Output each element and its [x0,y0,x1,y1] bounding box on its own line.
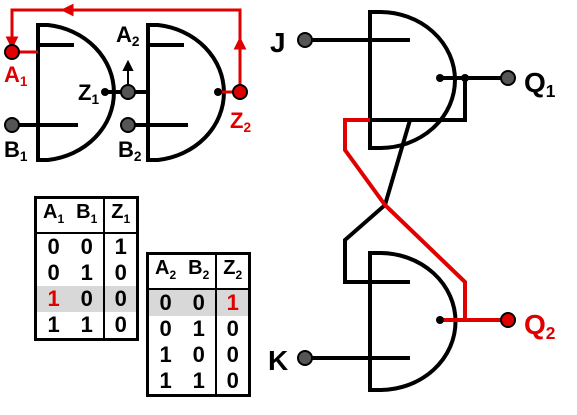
terminal-z1 [120,84,136,100]
junction-dot [101,88,109,96]
label-z1: Z1 [78,80,99,107]
feedback-wire-right [343,118,508,322]
table1-header: A1 [35,197,71,234]
table2-header: A2 [147,253,183,290]
gate-1 [36,23,116,162]
junction-dot [214,88,222,96]
label-q2: Q2 [524,309,555,343]
gate-4 [368,251,458,392]
terminal-j [297,32,313,48]
label-k: K [268,345,288,376]
label-q1: Q1 [524,67,556,101]
label-b2: B2 [118,137,142,164]
label-a1: A1 [4,62,28,89]
gate-2 [146,23,226,162]
terminal-z2 [232,84,248,100]
label-z2: Z2 [230,108,251,135]
wires-right [305,38,508,360]
terminal-k [297,350,313,366]
terminal-q1 [500,70,516,86]
label-j: J [270,27,286,58]
table2-header: B2 [182,253,217,290]
terminal-q2 [500,312,516,328]
terminal-a1 [4,44,20,60]
table2-header: Z2 [215,253,250,290]
junction-dot [436,74,444,82]
junction-dot [436,316,444,324]
label-b1: B1 [4,137,28,164]
arrow-up-icon [122,59,134,86]
table1-header: Z1 [103,197,138,234]
terminal-b2 [120,117,136,133]
junction-dot [461,74,469,82]
label-a2: A2 [116,22,140,49]
table1-header: B1 [70,197,105,234]
terminal-b1 [4,117,20,133]
